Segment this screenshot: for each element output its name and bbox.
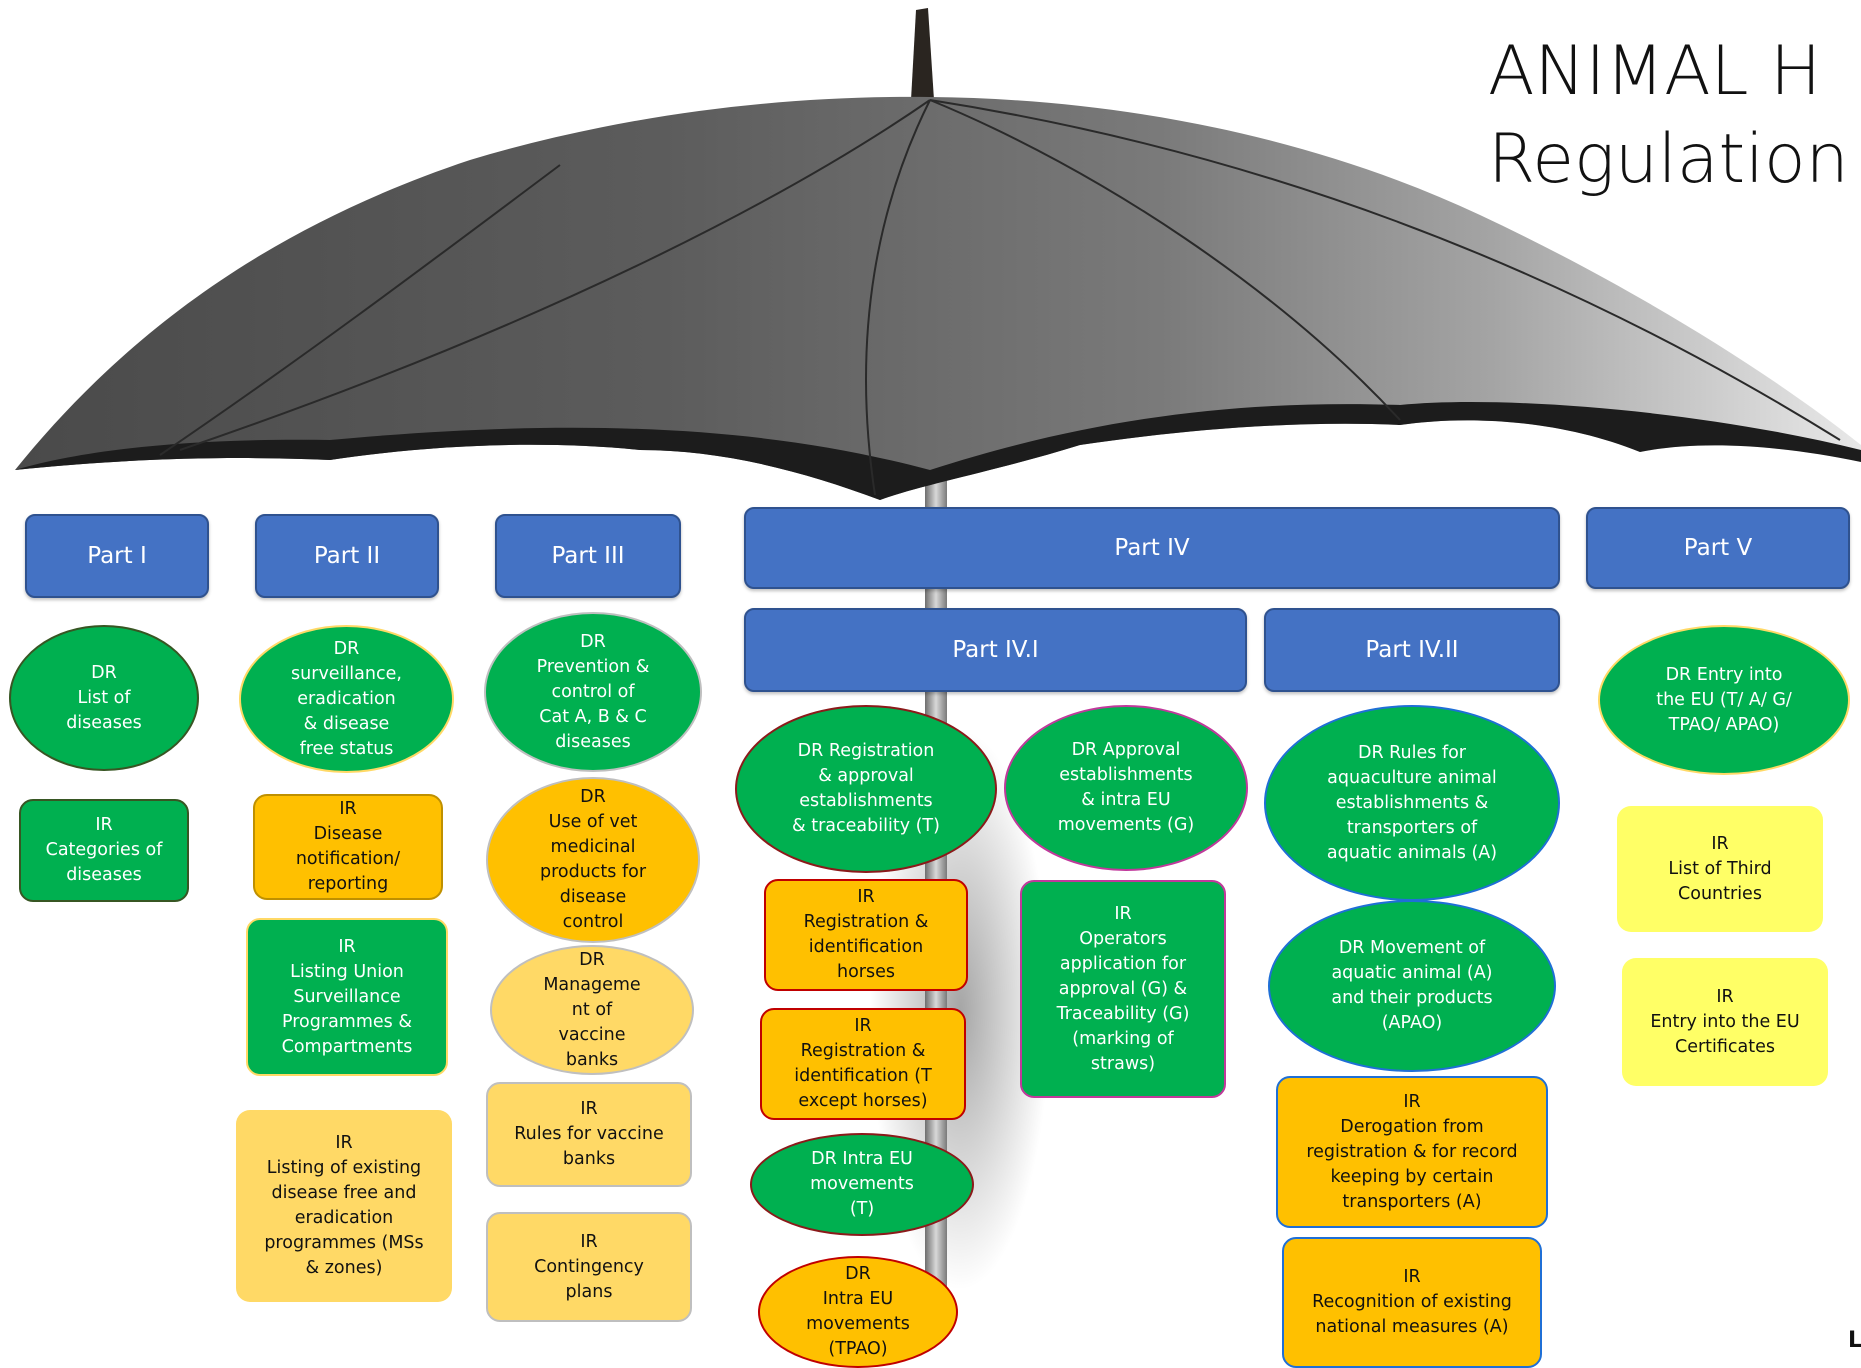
part-ii-header: Part II <box>255 514 439 598</box>
ir-operators-application: IR Operators application for approval (G… <box>1020 880 1226 1098</box>
ir-listing-union-surveillance: IR Listing Union Surveillance Programmes… <box>246 918 448 1076</box>
ir-listing-existing-programmes: IR Listing of existing disease free and … <box>236 1110 452 1302</box>
dr-management-vaccine-banks: DR Manageme nt of vaccine banks <box>490 945 694 1075</box>
dr-prevention-control: DR Prevention & control of Cat A, B & C … <box>484 612 702 772</box>
dr-intra-eu-movements-t: DR Intra EU movements (T) <box>750 1133 974 1236</box>
dr-surveillance-eradication: DR surveillance, eradication & disease f… <box>239 625 454 773</box>
umbrella-canopy <box>15 96 1861 500</box>
ir-categories-of-diseases: IR Categories of diseases <box>19 799 189 902</box>
part-v-header: Part V <box>1586 507 1850 589</box>
ir-recognition-national-measures: IR Recognition of existing national meas… <box>1282 1237 1542 1368</box>
dr-use-of-vet-medicinal: DR Use of vet medicinal products for dis… <box>486 777 700 943</box>
dr-entry-into-eu: DR Entry into the EU (T/ A/ G/ TPAO/ APA… <box>1598 625 1850 775</box>
dr-movement-aquatic-animal: DR Movement of aquatic animal (A) and th… <box>1268 900 1556 1072</box>
dr-approval-establishments-g: DR Approval establishments & intra EU mo… <box>1004 705 1248 871</box>
ir-registration-except-horses: IR Registration & identification (T exce… <box>760 1008 966 1120</box>
part-iv-ii-header: Part IV.II <box>1264 608 1560 692</box>
umbrella-tip <box>911 8 934 100</box>
part-iii-header: Part III <box>495 514 681 598</box>
page-title-line-1: ANIMAL H <box>1488 32 1822 111</box>
dr-intra-eu-movements-tpao: DR Intra EU movements (TPAO) <box>758 1256 958 1368</box>
ir-list-third-countries: IR List of Third Countries <box>1617 806 1823 932</box>
dr-registration-approval-t: DR Registration & approval establishment… <box>735 705 997 873</box>
dr-list-of-diseases: DR List of diseases <box>9 625 199 771</box>
part-iv-header: Part IV <box>744 507 1560 589</box>
page-title-line-2: Regulation (E <box>1488 120 1861 199</box>
ir-disease-notification: IR Disease notification/ reporting <box>253 794 443 900</box>
umbrella-ribs <box>159 99 1841 496</box>
ir-rules-vaccine-banks: IR Rules for vaccine banks <box>486 1082 692 1187</box>
ir-derogation-registration: IR Derogation from registration & for re… <box>1276 1076 1548 1228</box>
ir-contingency-plans: IR Contingency plans <box>486 1212 692 1322</box>
part-i-header: Part I <box>25 514 209 598</box>
dr-aquaculture-rules: DR Rules for aquaculture animal establis… <box>1264 705 1560 901</box>
ir-registration-horses: IR Registration & identification horses <box>764 879 968 991</box>
footer-mark: L <box>1848 1328 1861 1353</box>
umbrella-underside <box>15 402 1861 500</box>
ir-entry-eu-certificates: IR Entry into the EU Certificates <box>1622 958 1828 1086</box>
part-iv-i-header: Part IV.I <box>744 608 1247 692</box>
